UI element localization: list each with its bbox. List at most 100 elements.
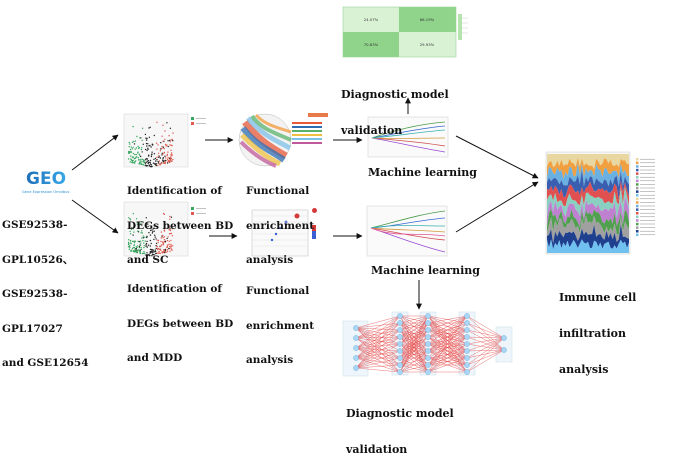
network-edge xyxy=(355,343,401,359)
volcano-point xyxy=(142,235,144,237)
network-edge xyxy=(427,315,468,352)
volcano-point xyxy=(145,158,147,160)
volcano-point xyxy=(129,244,131,247)
label-diagnostic-bottom: Diagnostic model validation xyxy=(346,407,454,456)
volcano-point xyxy=(155,242,158,245)
volcano-point xyxy=(160,231,163,233)
label-degs-bd-mdd: Identification of DEGs between BD and MD… xyxy=(127,283,234,364)
volcano-point xyxy=(169,250,171,252)
volcano-point xyxy=(160,148,162,150)
volcano-point xyxy=(140,163,142,166)
volcano-point xyxy=(138,147,140,149)
volcano-point xyxy=(135,160,137,162)
volcano-point xyxy=(157,241,159,244)
network-node xyxy=(464,320,470,326)
volcano-point xyxy=(162,243,164,246)
volcano-point xyxy=(167,140,169,142)
network-node xyxy=(464,334,470,340)
volcano-point xyxy=(131,148,133,150)
network-edge xyxy=(355,315,401,369)
volcano-point xyxy=(139,244,142,247)
volcano-point xyxy=(131,240,134,243)
volcano-point xyxy=(157,252,159,254)
volcano-point xyxy=(140,158,142,161)
network-node xyxy=(397,348,403,354)
immune-layer xyxy=(547,186,629,219)
network-edge xyxy=(466,315,505,351)
network-edge xyxy=(355,343,401,349)
dataset-line: and GSE12654 xyxy=(2,357,89,369)
volcano-point xyxy=(128,141,130,144)
immune-legend-swatch xyxy=(636,179,639,183)
cm-value-4: 29.93% xyxy=(420,42,435,47)
volcano-point xyxy=(164,162,166,165)
volcano-point xyxy=(153,238,155,241)
network-node xyxy=(464,355,470,361)
volcano-point xyxy=(128,248,130,251)
volcano-point xyxy=(163,161,166,163)
network-node xyxy=(397,320,403,326)
dataset-list: GSE92538- GPL10526、 GSE92538- GPL17027 a… xyxy=(2,197,89,381)
volcano-point xyxy=(169,144,171,146)
volcano-point xyxy=(147,253,149,256)
volcano-point xyxy=(130,158,132,160)
cm-value-2: 66.19% xyxy=(420,17,435,22)
volcano-point xyxy=(148,127,150,129)
volcano-point xyxy=(162,241,164,244)
volcano-point xyxy=(154,249,156,251)
network-edge xyxy=(355,350,401,369)
volcano-point xyxy=(128,150,130,153)
network-node xyxy=(425,362,431,368)
immune-legend-swatch xyxy=(636,215,639,219)
volcano-point xyxy=(145,245,147,247)
volcano-point xyxy=(170,153,172,156)
network-node xyxy=(397,341,403,347)
network-edge xyxy=(355,322,401,369)
volcano-point xyxy=(169,159,172,161)
volcano-point xyxy=(144,148,147,151)
volcano-point xyxy=(143,245,145,247)
network-edge xyxy=(355,322,401,339)
volcano-point xyxy=(146,145,148,147)
volcano-point xyxy=(166,122,168,124)
network-edge xyxy=(355,322,401,349)
network-node xyxy=(425,313,431,319)
volcano-point xyxy=(169,156,172,158)
volcano-point xyxy=(139,252,142,255)
volcano-point xyxy=(130,151,132,154)
network-node xyxy=(501,347,507,353)
volcano-point xyxy=(144,162,147,164)
immune-legend-swatch xyxy=(636,176,639,179)
volcano-point xyxy=(157,161,159,163)
volcano-point xyxy=(132,246,134,249)
volcano-point xyxy=(166,249,169,251)
volcano-point xyxy=(140,248,143,251)
network-edge xyxy=(355,347,401,359)
volcano-point xyxy=(161,162,163,164)
volcano-point xyxy=(143,250,145,253)
volcano-point xyxy=(149,159,152,162)
network-edge xyxy=(427,336,468,366)
network-node xyxy=(397,334,403,340)
volcano-point xyxy=(169,141,171,143)
volcano-point xyxy=(168,243,170,245)
network-diagram xyxy=(342,311,513,377)
volcano-point xyxy=(143,246,145,249)
volcano-point xyxy=(150,166,152,168)
volcano-point xyxy=(135,156,137,159)
volcano-point xyxy=(133,231,135,233)
volcano-point xyxy=(133,244,135,246)
volcano-point xyxy=(133,250,135,252)
volcano-point xyxy=(149,239,152,242)
volcano-point xyxy=(150,250,152,253)
network-node xyxy=(425,320,431,326)
volcano-point xyxy=(150,164,152,166)
volcano-point xyxy=(147,244,150,246)
volcano-point xyxy=(146,149,148,152)
volcano-point xyxy=(148,155,150,157)
volcano-point xyxy=(157,144,159,146)
volcano-point xyxy=(151,251,154,253)
cm-colorbar xyxy=(458,14,462,40)
volcano-point xyxy=(168,228,171,231)
network-edge xyxy=(427,336,468,373)
